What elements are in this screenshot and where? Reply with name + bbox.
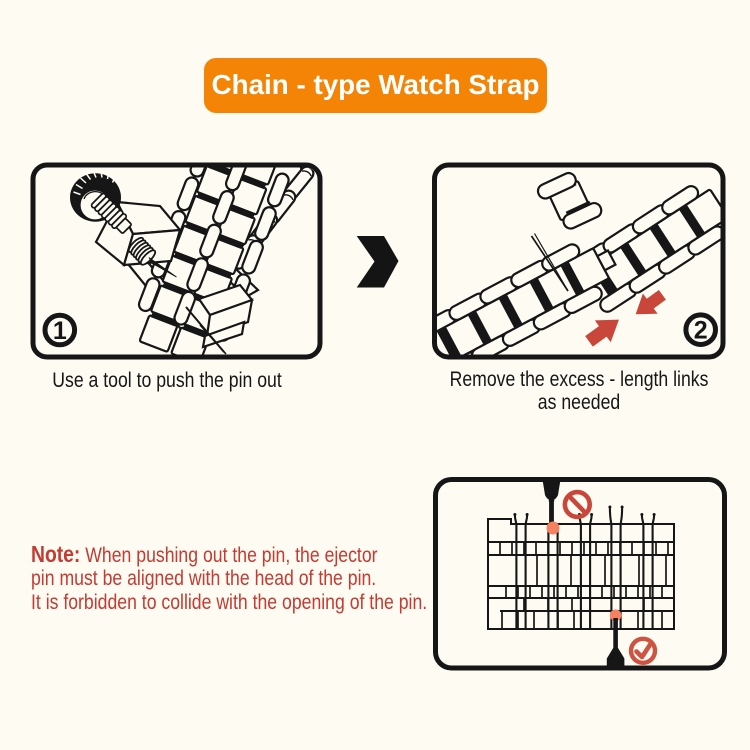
svg-text:1: 1 xyxy=(53,317,67,345)
svg-text:2: 2 xyxy=(694,317,708,345)
